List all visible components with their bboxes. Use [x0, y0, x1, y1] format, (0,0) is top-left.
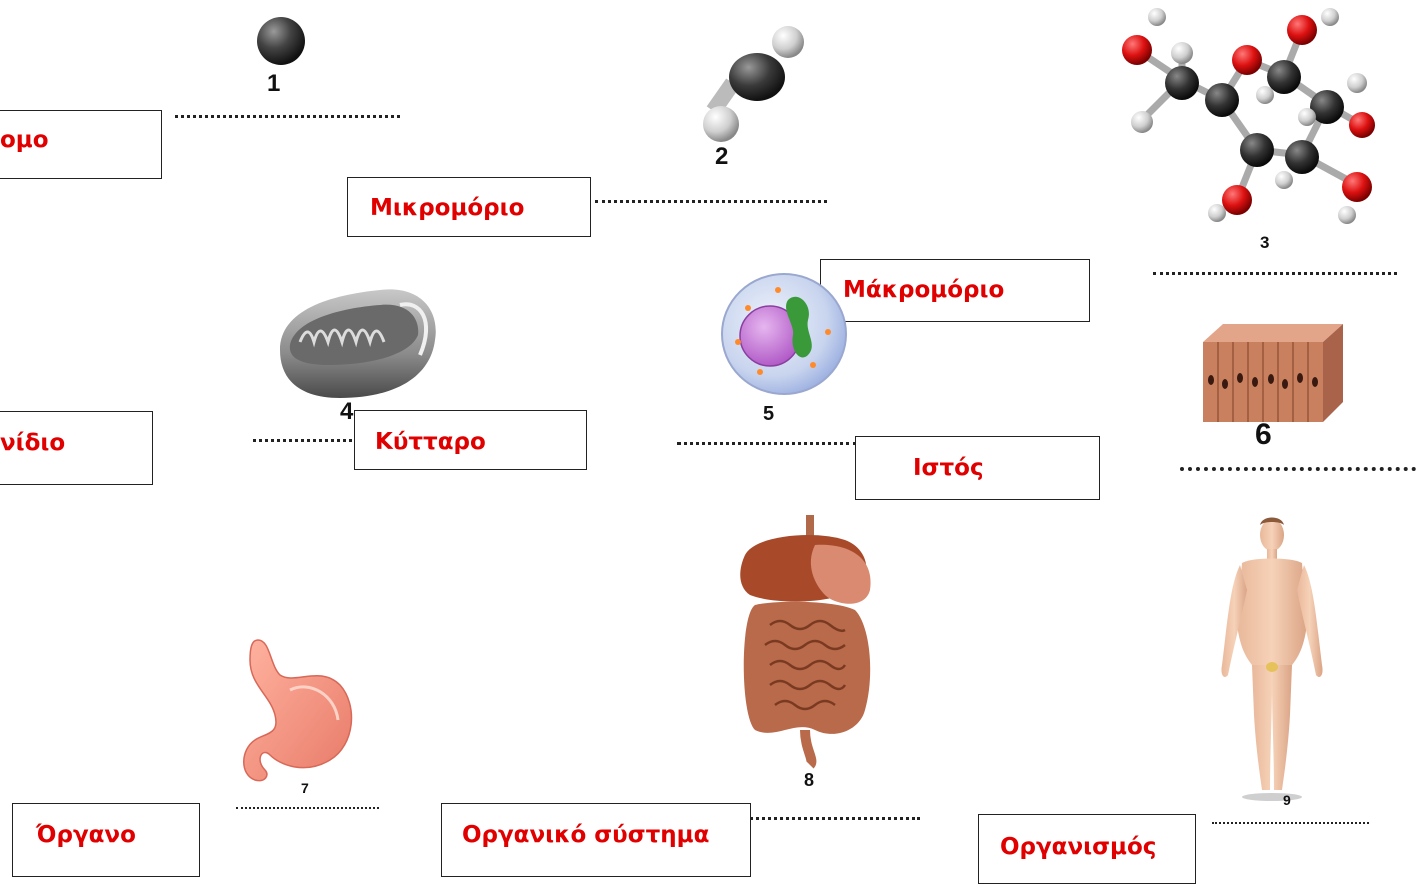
cell-image: [718, 270, 858, 400]
label-organelle: νίδιο: [0, 430, 65, 456]
answer-line-7: [236, 807, 379, 809]
number-1: 1: [267, 70, 280, 98]
number-9: 9: [1283, 792, 1291, 808]
number-5: 5: [763, 403, 774, 426]
epithelial-tissue-image: [1193, 322, 1343, 422]
answer-line-1: [175, 115, 400, 118]
answer-line-5: [677, 442, 857, 445]
number-6: 6: [1255, 418, 1272, 452]
label-tissue: Ιστός: [913, 455, 984, 481]
number-2: 2: [715, 143, 728, 171]
label-macromolecule: Μάκρομόριο: [843, 277, 1004, 303]
digestive-system-image: [735, 515, 885, 765]
number-7: 7: [301, 780, 309, 796]
label-organ-system: Οργανικό σύστημα: [462, 822, 709, 848]
answer-line-6: [1180, 467, 1416, 471]
label-organ: Όργανο: [36, 822, 136, 848]
glucose-molecule-image: [1112, 5, 1397, 235]
answer-line-4: [253, 439, 358, 442]
number-4: 4: [340, 398, 353, 426]
atom-image: [255, 15, 307, 67]
number-8: 8: [804, 770, 814, 791]
answer-line-8: [745, 817, 920, 820]
number-3: 3: [1260, 233, 1269, 253]
label-organism: Οργανισμός: [1000, 834, 1156, 860]
stomach-image: [240, 635, 360, 785]
answer-line-3: [1153, 272, 1397, 275]
ethylene-molecule-image: [695, 20, 815, 150]
label-small-molecule: Μικρομόριο: [370, 195, 524, 221]
answer-line-2: [595, 200, 827, 203]
human-body-image: [1212, 515, 1332, 800]
answer-line-9: [1212, 822, 1369, 824]
mitochondrion-image: [270, 280, 440, 405]
label-atom: ομο: [0, 127, 49, 153]
label-cell: Κύτταρο: [375, 429, 486, 455]
